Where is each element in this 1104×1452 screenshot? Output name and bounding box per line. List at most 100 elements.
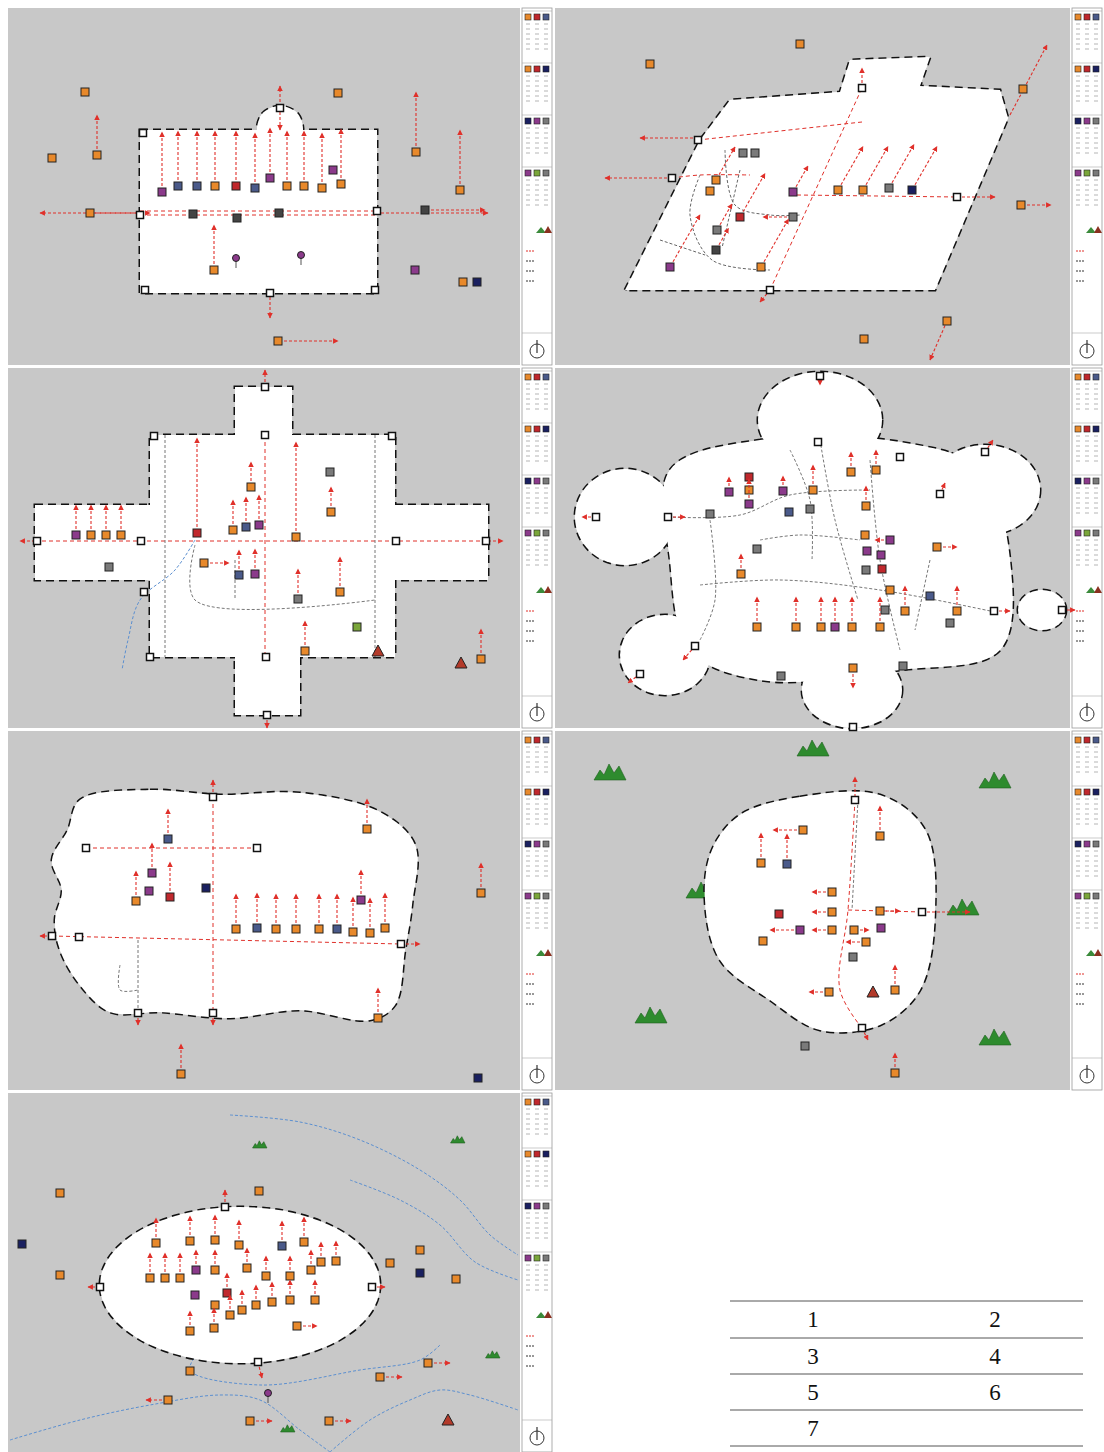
legend-line — [544, 1285, 548, 1286]
legend-line — [1076, 34, 1080, 35]
building-marker — [211, 1236, 219, 1244]
legend-line — [1094, 384, 1098, 385]
gate-marker — [147, 654, 154, 661]
legend-line — [526, 180, 530, 181]
legend-line — [1076, 851, 1080, 852]
legend-line — [535, 772, 539, 773]
legend-line — [1085, 44, 1089, 45]
outline-part — [35, 505, 150, 580]
legend-line — [1085, 446, 1089, 447]
direction-arrow — [149, 1253, 150, 1272]
legend-line — [526, 461, 530, 462]
legend-sample — [544, 226, 552, 233]
direction-arrow — [720, 204, 732, 225]
direction-arrow — [167, 809, 168, 833]
gate-marker — [852, 797, 859, 804]
legend-sample — [543, 841, 549, 847]
legend-line — [544, 180, 548, 181]
direction-arrow — [254, 133, 255, 182]
gate-marker — [76, 934, 83, 941]
legend-line — [1094, 49, 1098, 50]
legend-line — [526, 545, 530, 546]
building-marker — [416, 1246, 424, 1254]
river-line — [10, 1395, 330, 1452]
gate-marker — [262, 384, 269, 391]
outline-part — [100, 1207, 380, 1363]
legend-line — [544, 44, 548, 45]
legend-line — [535, 871, 539, 872]
legend-line — [535, 138, 539, 139]
legend-line — [535, 394, 539, 395]
legend-line — [1085, 34, 1089, 35]
building-marker — [186, 1367, 194, 1375]
legend-line — [1076, 928, 1080, 929]
legend-line — [1076, 261, 1084, 262]
legend-line — [544, 101, 548, 102]
legend-line — [1085, 866, 1089, 867]
table-cell: 3 — [807, 1345, 819, 1368]
legend-line — [1085, 560, 1089, 561]
building-marker — [246, 1417, 254, 1425]
legend-line — [526, 1119, 530, 1120]
legend-line — [535, 101, 539, 102]
legend-sample — [543, 478, 549, 484]
map-ground — [555, 731, 1070, 1090]
direction-arrow — [335, 1241, 336, 1255]
direction-arrow — [321, 133, 322, 182]
legend-line — [544, 190, 548, 191]
legend-sample — [543, 789, 549, 795]
direction-arrow — [226, 1273, 227, 1287]
building-marker — [202, 884, 210, 892]
legend-line — [1085, 441, 1089, 442]
building-marker — [1017, 201, 1025, 209]
direction-arrow — [90, 505, 91, 529]
legend-line — [1076, 994, 1084, 995]
building-marker — [926, 592, 934, 600]
legend-line — [544, 1186, 548, 1187]
legend-sample — [1075, 737, 1081, 743]
legend-line — [1094, 128, 1098, 129]
direction-arrow — [254, 549, 255, 568]
direction-arrow — [875, 450, 876, 464]
legend-rule — [522, 333, 552, 334]
legend-sample — [543, 426, 549, 432]
legend-line — [1094, 24, 1098, 25]
legend-line — [535, 1233, 539, 1234]
legend-line — [535, 804, 539, 805]
legend-line — [1094, 133, 1098, 134]
legend-line — [1085, 451, 1089, 452]
legend-line — [544, 436, 548, 437]
table-cell: 1 — [807, 1308, 819, 1331]
legend-line — [544, 493, 548, 494]
north-arrow — [1086, 1065, 1087, 1078]
legend-line — [526, 804, 530, 805]
legend-line — [535, 503, 539, 504]
legend-line — [544, 394, 548, 395]
direction-arrow — [381, 212, 488, 213]
direction-arrow — [289, 1256, 290, 1270]
gate-marker — [34, 538, 41, 545]
gate-marker — [859, 1025, 866, 1032]
legend-sample — [1075, 893, 1081, 899]
building-marker — [421, 206, 429, 214]
legend-rule — [1072, 423, 1102, 424]
legend-line — [535, 1280, 539, 1281]
legend-line — [1076, 641, 1084, 642]
north-arrow — [536, 703, 537, 716]
building-marker — [268, 1298, 276, 1306]
legend-line — [535, 399, 539, 400]
legend-line — [535, 441, 539, 442]
legend-line — [526, 24, 530, 25]
legend-line — [526, 565, 530, 566]
legend-line — [544, 39, 548, 40]
building-marker — [783, 860, 791, 868]
building-marker — [253, 924, 261, 932]
legend-line — [1094, 856, 1098, 857]
legend-line — [526, 1223, 530, 1224]
legend-line — [1085, 29, 1089, 30]
legend-strip — [522, 8, 552, 365]
legend-line — [544, 91, 548, 92]
legend-sample — [1093, 478, 1099, 484]
legend-line — [1085, 923, 1089, 924]
building-marker — [792, 623, 800, 631]
